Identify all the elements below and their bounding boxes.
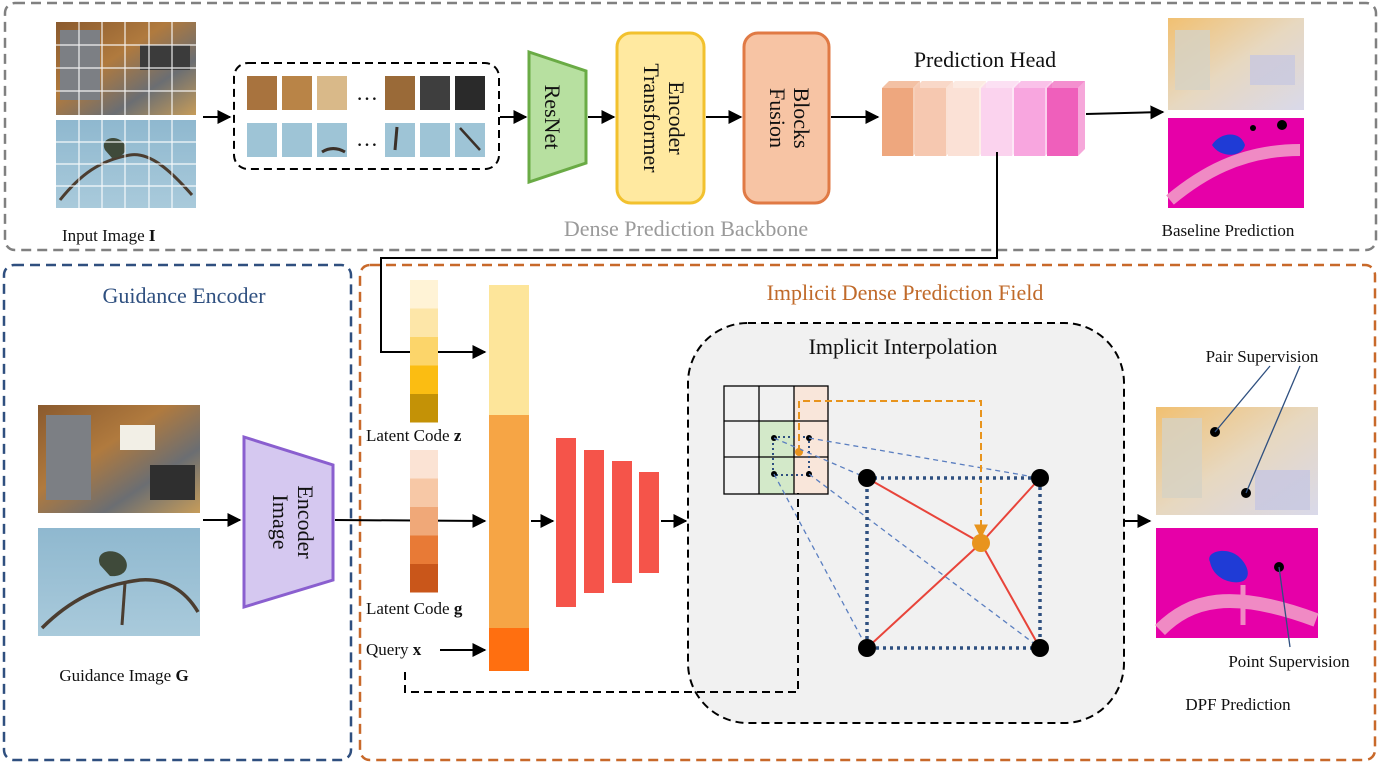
corner-point <box>1031 469 1049 487</box>
baseline-prediction-label: Baseline Prediction <box>1162 221 1295 240</box>
ellipsis-top: … <box>356 80 378 105</box>
corner-point <box>858 469 876 487</box>
guidance-image-kitchen <box>38 405 200 513</box>
latent-g-label: Latent Code g <box>366 599 463 618</box>
enlarged-cell <box>865 476 1042 650</box>
projection-lines <box>773 437 1041 649</box>
dpf-title: Implicit Dense Prediction Field <box>767 280 1044 305</box>
baseline-segmentation-image <box>1166 118 1304 208</box>
guidance-image-label: Guidance Image G <box>59 666 188 685</box>
dpf-segmentation-image <box>1155 528 1319 638</box>
svg-text:Encoder: Encoder <box>293 485 318 559</box>
svg-text:Image: Image <box>268 495 293 550</box>
latent-z-label: Latent Code z <box>366 426 462 445</box>
input-image-kitchen <box>56 22 196 115</box>
guidance-encoder-title: Guidance Encoder <box>102 283 266 308</box>
dpf-section <box>358 263 1377 762</box>
latent-cell <box>410 365 438 394</box>
bird-patches <box>247 123 485 157</box>
baseline-depth-image <box>1168 18 1304 110</box>
latent-cell <box>410 564 438 593</box>
head-layer <box>948 81 986 156</box>
svg-text:Blocks: Blocks <box>789 87 814 148</box>
head-layer <box>1014 81 1052 156</box>
patch-tokens-box <box>233 62 500 170</box>
mlp-decoder <box>556 438 659 607</box>
svg-text:Encoder: Encoder <box>664 81 689 155</box>
implicit-interpolation-title: Implicit Interpolation <box>809 334 998 359</box>
prediction-head-blocks <box>882 81 1085 156</box>
resnet-block: ResNet <box>527 49 588 185</box>
latent-cell <box>410 308 438 337</box>
latent-cell <box>410 507 438 536</box>
implicit-interpolation-box <box>687 322 1125 724</box>
input-image-bird <box>56 120 196 208</box>
dpf-depth-image <box>1156 407 1318 515</box>
backbone-title: Dense Prediction Backbone <box>564 216 808 241</box>
head-layer <box>981 81 1019 156</box>
query-projection-arrow <box>798 400 988 539</box>
concat-feature-column <box>489 285 529 671</box>
fusion-blocks: Fusion Blocks <box>742 31 831 205</box>
head-layer <box>1047 81 1085 156</box>
dpf-prediction-label: DPF Prediction <box>1185 695 1291 714</box>
query-label: Query x <box>366 640 422 659</box>
latent-z-column <box>410 280 438 423</box>
interpolation-weights <box>866 477 1041 649</box>
query-connector <box>404 493 799 693</box>
head-layer <box>915 81 953 156</box>
latent-cell <box>410 478 438 507</box>
pair-supervision-label: Pair Supervision <box>1206 347 1319 366</box>
guidance-encoder-section <box>2 263 353 762</box>
head-layer <box>882 81 920 156</box>
svg-text:Fusion: Fusion <box>765 88 790 148</box>
guidance-image-bird <box>38 528 200 636</box>
image-encoder-block: Image Encoder <box>242 434 335 610</box>
query-point <box>972 534 990 552</box>
kitchen-patches <box>247 76 485 110</box>
corner-point <box>1031 639 1049 657</box>
latent-g-column <box>410 450 438 593</box>
latent-cell <box>410 280 438 309</box>
latent-cell <box>410 337 438 366</box>
svg-text:ResNet: ResNet <box>540 85 565 150</box>
backbone-section <box>3 1 1378 252</box>
prediction-head-title: Prediction Head <box>914 47 1056 72</box>
ellipsis-bottom: … <box>356 126 378 151</box>
latent-cell <box>410 394 438 423</box>
supervision-leader-lines <box>1214 365 1301 648</box>
point-supervision-label: Point Supervision <box>1228 652 1350 671</box>
input-image-label: Input Image I <box>62 226 156 245</box>
corner-point <box>858 639 876 657</box>
transformer-encoder-block: Transformer Encoder <box>615 31 706 205</box>
latent-cell <box>410 535 438 564</box>
svg-text:Transformer: Transformer <box>639 63 664 173</box>
latent-cell <box>410 450 438 479</box>
